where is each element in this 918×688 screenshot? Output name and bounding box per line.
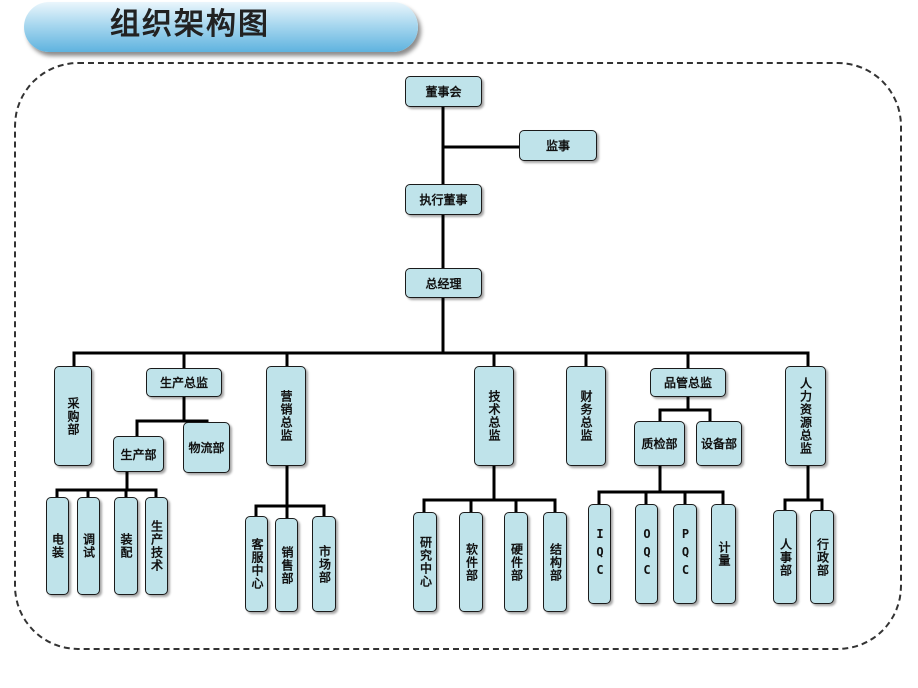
node-general-manager: 总经理 (405, 268, 482, 298)
node-production-tech-label: 生产技术 (149, 520, 164, 572)
node-equipment: 设备部 (696, 421, 742, 466)
node-production-director: 生产总监 (146, 368, 222, 397)
node-iqc: IQC (588, 504, 611, 604)
node-board: 董事会 (405, 76, 482, 107)
node-production-dept-label: 生产部 (120, 447, 157, 462)
node-oqc-label: OQC (640, 527, 654, 581)
node-software: 软件部 (459, 512, 483, 612)
node-metrology: 计量 (711, 504, 736, 604)
node-marketing-director: 营销总监 (266, 366, 306, 466)
node-finance-director-label: 财务总监 (579, 390, 593, 442)
node-electrical-assembly-label: 电装 (50, 533, 65, 559)
node-electrical-assembly: 电装 (46, 497, 69, 595)
node-exec-director-label: 执行董事 (419, 193, 468, 207)
node-oqc: OQC (635, 504, 658, 604)
diagram-frame (14, 62, 902, 650)
node-finance-director: 财务总监 (566, 366, 606, 466)
node-exec-director: 执行董事 (405, 184, 482, 215)
node-hardware-label: 硬件部 (509, 542, 524, 582)
node-customer-service-label: 客服中心 (250, 538, 264, 590)
node-assembly-label: 装配 (119, 533, 133, 559)
node-procurement: 采购部 (54, 366, 92, 466)
node-marketing-director-label: 营销总监 (279, 390, 293, 442)
page-title: 组织架构图 (110, 7, 270, 42)
node-market-label: 市场部 (317, 544, 332, 584)
node-tech-director: 技术总监 (474, 366, 514, 466)
node-customer-service: 客服中心 (245, 516, 268, 612)
node-supervisor-label: 监事 (545, 139, 570, 153)
node-tech-director-label: 技术总监 (487, 390, 501, 442)
node-research: 研究中心 (413, 512, 437, 612)
node-personnel-label: 人事部 (778, 537, 793, 577)
node-debugging-label: 调试 (81, 533, 96, 559)
title-banner (24, 2, 418, 52)
node-sales-label: 销售部 (280, 545, 294, 585)
node-production-dept: 生产部 (113, 436, 164, 472)
node-iqc-label: IQC (593, 527, 607, 581)
node-quality-inspection: 质检部 (634, 421, 685, 466)
node-general-manager-label: 总经理 (425, 276, 462, 291)
node-equipment-label: 设备部 (700, 437, 737, 451)
node-debugging: 调试 (77, 497, 100, 595)
node-quality-inspection-label: 质检部 (641, 437, 678, 451)
node-production-director-label: 生产总监 (159, 376, 208, 390)
node-procurement-label: 采购部 (66, 396, 80, 436)
node-logistics: 物流部 (183, 422, 230, 473)
node-sales: 销售部 (275, 518, 298, 612)
node-supervisor: 监事 (519, 130, 597, 161)
node-research-label: 研究中心 (418, 536, 433, 588)
node-hr-director: 人力资源总监 (785, 366, 826, 466)
node-personnel: 人事部 (773, 510, 797, 604)
node-administration-label: 行政部 (815, 537, 830, 577)
node-assembly: 装配 (114, 497, 138, 595)
node-administration: 行政部 (810, 510, 834, 604)
node-software-label: 软件部 (464, 542, 479, 582)
node-pqc: PQC (673, 504, 697, 604)
node-production-tech: 生产技术 (145, 497, 168, 595)
node-pqc-label: PQC (678, 527, 693, 581)
node-quality-director: 品管总监 (650, 368, 726, 397)
node-metrology-label: 计量 (717, 541, 731, 567)
node-hr-director-label: 人力资源总监 (798, 377, 813, 455)
node-logistics-label: 物流部 (188, 441, 225, 455)
node-structure-label: 结构部 (548, 542, 563, 582)
node-hardware: 硬件部 (504, 512, 528, 612)
node-structure: 结构部 (543, 512, 567, 612)
node-quality-director-label: 品管总监 (663, 376, 712, 390)
node-board-label: 董事会 (425, 85, 462, 99)
node-market: 市场部 (312, 516, 336, 612)
